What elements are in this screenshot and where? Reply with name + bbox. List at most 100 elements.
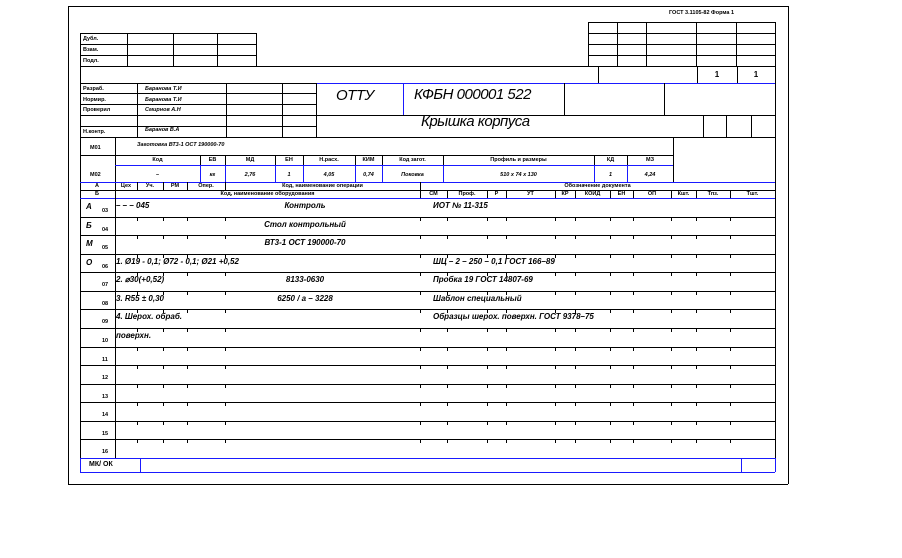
row-number: 10 xyxy=(102,338,109,344)
sig-name: Баранова Т.И xyxy=(145,97,182,103)
grid-line xyxy=(225,217,226,221)
grid-line xyxy=(420,402,421,406)
mo2-value: 1 xyxy=(287,172,291,178)
grid-line xyxy=(633,272,634,276)
grid-line xyxy=(275,165,276,182)
grid-line xyxy=(775,458,776,472)
grid-line xyxy=(200,165,201,182)
grid-line xyxy=(506,217,507,221)
grid-line xyxy=(671,291,672,295)
grid-line xyxy=(316,83,317,137)
grid-line xyxy=(730,235,731,239)
grid-line xyxy=(633,402,634,406)
row-text-3: ШЦ – 2 – 250 – 0,1 ГОСТ 166–89 xyxy=(433,256,555,266)
grid-line xyxy=(163,254,164,258)
mo2-header: КИМ xyxy=(362,157,375,163)
grid-line xyxy=(506,309,507,313)
grid-line xyxy=(443,155,444,165)
header-a-cell: Код, наименование операции xyxy=(282,183,363,189)
grid-line xyxy=(137,309,138,313)
grid-line xyxy=(671,272,672,276)
grid-line xyxy=(598,66,599,83)
row-text-1: – – – 045 xyxy=(116,201,150,210)
grid-line xyxy=(555,384,556,388)
header-b-cell: КР xyxy=(561,191,569,197)
grid-line xyxy=(137,217,138,221)
grid-line xyxy=(187,309,188,313)
grid-line xyxy=(80,182,775,183)
grid-line xyxy=(163,365,164,369)
grid-line xyxy=(696,254,697,258)
grid-line xyxy=(487,272,488,276)
grid-line xyxy=(163,217,164,221)
grid-line xyxy=(80,33,256,34)
grid-line xyxy=(575,402,576,406)
grid-line xyxy=(225,165,226,182)
grid-line xyxy=(68,484,788,485)
row-number: 12 xyxy=(102,375,109,382)
grid-line xyxy=(671,190,672,198)
grid-line xyxy=(487,291,488,295)
mo2-label: М02 xyxy=(90,172,101,178)
grid-line xyxy=(187,217,188,221)
grid-line xyxy=(671,347,672,351)
grid-line xyxy=(775,22,776,66)
grid-line xyxy=(506,384,507,388)
row-text-2: 6250 / а – 3228 xyxy=(277,293,333,303)
grid-line xyxy=(420,272,421,276)
grid-line xyxy=(355,165,356,182)
grid-line xyxy=(140,458,141,472)
row-text-1: 2. ⌀30(+0,52) xyxy=(116,275,165,285)
part-name: Крышка корпуса xyxy=(421,113,530,130)
grid-line xyxy=(303,165,304,182)
grid-line xyxy=(137,272,138,276)
grid-line xyxy=(487,217,488,221)
grid-line xyxy=(420,347,421,351)
grid-line xyxy=(588,33,775,34)
grid-line xyxy=(187,347,188,351)
grid-line xyxy=(447,235,448,239)
mo2-header: Профиль и размеры xyxy=(490,157,547,163)
grid-line xyxy=(420,384,421,388)
grid-line xyxy=(588,22,589,66)
grid-line xyxy=(730,272,731,276)
grid-line xyxy=(225,254,226,258)
grid-line xyxy=(163,235,164,239)
grid-line xyxy=(555,328,556,332)
grid-line xyxy=(575,309,576,313)
row-text-2: 8133-0630 xyxy=(285,275,325,285)
mo2-value: 2,76 xyxy=(244,172,256,178)
grid-line xyxy=(487,439,488,443)
grid-line xyxy=(697,66,698,83)
grid-line xyxy=(163,291,164,295)
grid-line xyxy=(420,190,421,198)
grid-line xyxy=(80,155,115,156)
row-text-2: Стол контрольный xyxy=(264,219,346,229)
grid-line xyxy=(610,272,611,276)
row-number: 08 xyxy=(102,300,109,307)
grid-line xyxy=(187,365,188,369)
grid-line xyxy=(610,217,611,221)
header-b-cell: СМ xyxy=(429,191,438,197)
grid-line xyxy=(610,254,611,258)
row-text-2: ВТ3-1 ОСТ 190000-70 xyxy=(264,238,346,248)
grid-line xyxy=(664,83,665,115)
grid-line xyxy=(80,458,775,459)
row-number: 16 xyxy=(102,449,109,456)
row-letter: А xyxy=(86,202,92,211)
grid-line xyxy=(633,291,634,295)
sig-name: Баранова Т.И xyxy=(145,86,182,92)
mo2-header: ЕН xyxy=(285,157,293,163)
grid-line xyxy=(80,472,775,473)
sig-role: Проверил xyxy=(83,107,111,113)
grid-line xyxy=(633,190,634,198)
grid-line xyxy=(610,291,611,295)
grid-line xyxy=(163,309,164,313)
footer-label: МК/ ОК xyxy=(89,461,113,468)
grid-line xyxy=(696,402,697,406)
grid-line xyxy=(225,402,226,406)
grid-line xyxy=(588,44,775,45)
grid-line xyxy=(256,33,257,66)
grid-line xyxy=(633,235,634,239)
grid-line xyxy=(610,235,611,239)
